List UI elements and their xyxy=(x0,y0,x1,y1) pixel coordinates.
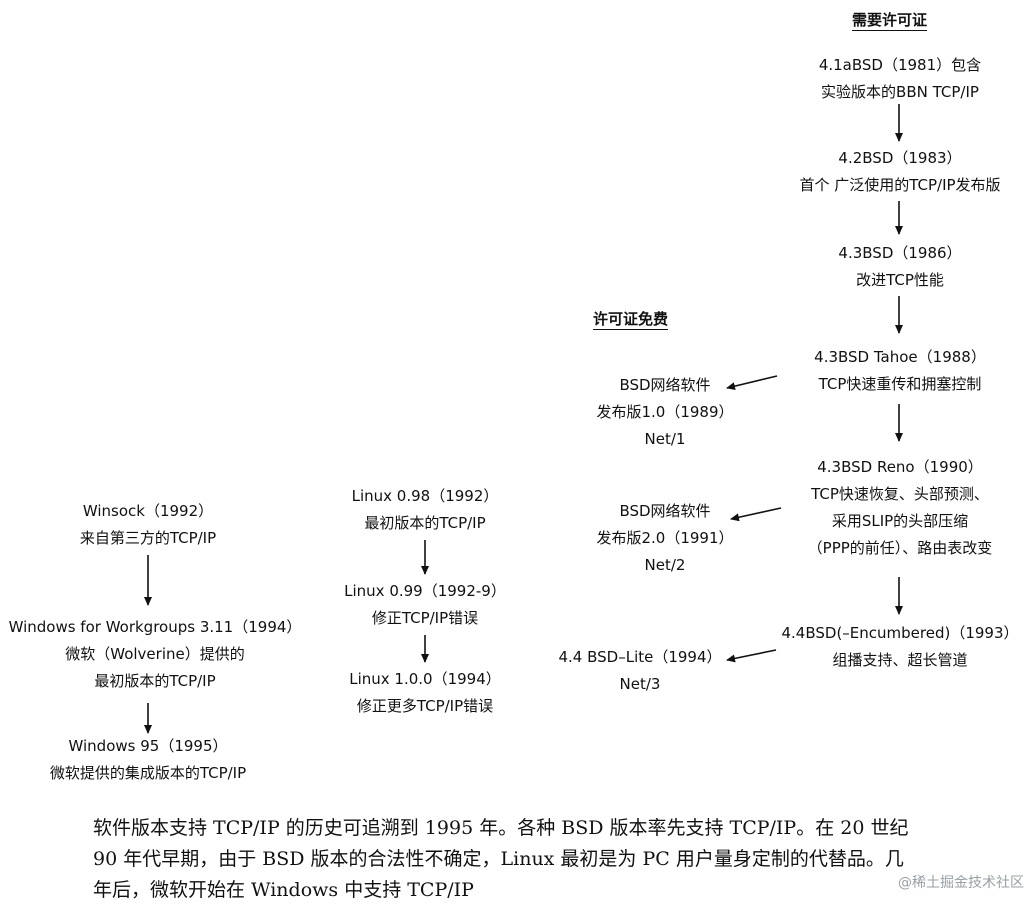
node-4-4bsd: 4.4BSD(–Encumbered)（1993） 组播支持、超长管道 xyxy=(745,620,1036,674)
node-net1: BSD网络软件 发布版1.0（1989） Net/1 xyxy=(565,372,765,453)
node-line: 修正更多TCP/IP错误 xyxy=(356,697,494,715)
node-4-3bsd-tahoe: 4.3BSD Tahoe（1988） TCP快速重传和拥塞控制 xyxy=(745,344,1036,398)
node-line: BSD网络软件 xyxy=(619,502,711,520)
node-line: 微软（Wolverine）提供的 xyxy=(65,645,245,663)
node-line: 发布版2.0（1991） xyxy=(596,529,734,547)
node-line: TCP快速恢复、头部预测、 xyxy=(811,485,989,503)
node-wfw-3-11: Windows for Workgroups 3.11（1994） 微软（Wol… xyxy=(2,614,308,695)
node-line: Windows 95（1995） xyxy=(68,737,228,755)
node-4-3bsd-reno: 4.3BSD Reno（1990） TCP快速恢复、头部预测、 采用SLIP的头… xyxy=(745,454,1036,562)
node-line: TCP快速重传和拥塞控制 xyxy=(818,375,982,393)
node-net2: BSD网络软件 发布版2.0（1991） Net/2 xyxy=(565,498,765,579)
node-line: （PPP的前任）、路由表改变 xyxy=(807,539,993,557)
node-line: 4.4 BSD–Lite（1994） xyxy=(558,648,722,666)
caption-line: 90 年代早期，由于 BSD 版本的合法性不确定，Linux 最初是为 PC 用… xyxy=(93,848,904,870)
node-line: Net/1 xyxy=(644,430,686,448)
node-line: Net/2 xyxy=(644,556,686,574)
node-line: 最初版本的TCP/IP xyxy=(364,514,486,532)
node-line: 微软提供的集成版本的TCP/IP xyxy=(49,764,247,782)
arrow-net2 xyxy=(730,507,782,522)
node-line: 采用SLIP的头部压缩 xyxy=(831,512,969,530)
node-linux-1-0-0: Linux 1.0.0（1994） 修正更多TCP/IP错误 xyxy=(320,666,530,720)
node-linux-0-99: Linux 0.99（1992-9） 修正TCP/IP错误 xyxy=(320,578,530,632)
node-line: Net/3 xyxy=(619,675,661,693)
node-line: 来自第三方的TCP/IP xyxy=(79,529,217,547)
node-line: Windows for Workgroups 3.11（1994） xyxy=(8,618,302,636)
node-line: 4.4BSD(–Encumbered)（1993） xyxy=(781,624,1019,642)
node-line: Winsock（1992） xyxy=(82,502,214,520)
node-line: 4.3BSD Tahoe（1988） xyxy=(814,348,986,366)
node-windows-95: Windows 95（1995） 微软提供的集成版本的TCP/IP xyxy=(20,733,276,787)
node-line: BSD网络软件 xyxy=(619,376,711,394)
header-license-required: 需要许可证 xyxy=(852,11,928,29)
node-line: 实验版本的BBN TCP/IP xyxy=(821,83,979,101)
node-line: 4.1aBSD（1981）包含 xyxy=(818,56,982,74)
node-line: 4.3BSD（1986） xyxy=(838,244,962,262)
caption-line: 年后，微软开始在 Windows 中支持 TCP/IP xyxy=(93,879,474,901)
node-line: Linux 1.0.0（1994） xyxy=(349,670,501,688)
node-line: 最初版本的TCP/IP xyxy=(94,672,216,690)
node-line: Linux 0.99（1992-9） xyxy=(344,582,506,600)
arrow-net3 xyxy=(726,649,777,663)
node-line: 改进TCP性能 xyxy=(856,271,944,289)
caption-line: 软件版本支持 TCP/IP 的历史可追溯到 1995 年。各种 BSD 版本率先… xyxy=(93,817,909,839)
node-4-1absd: 4.1aBSD（1981）包含 实验版本的BBN TCP/IP xyxy=(745,52,1036,106)
node-line: 组播支持、超长管道 xyxy=(832,651,968,669)
caption-paragraph: 软件版本支持 TCP/IP 的历史可追溯到 1995 年。各种 BSD 版本率先… xyxy=(93,813,1028,906)
header-license-free: 许可证免费 xyxy=(593,310,669,328)
node-winsock: Winsock（1992） 来自第三方的TCP/IP xyxy=(20,498,276,552)
watermark: @稀土掘金技术社区 xyxy=(898,875,1024,891)
node-line: 首个 广泛使用的TCP/IP发布版 xyxy=(799,176,1001,194)
arrow-net1 xyxy=(726,375,778,391)
node-net3: 4.4 BSD–Lite（1994） Net/3 xyxy=(540,644,740,698)
node-line: 4.3BSD Reno（1990） xyxy=(817,458,983,476)
node-line: 4.2BSD（1983） xyxy=(838,149,962,167)
node-line: Linux 0.98（1992） xyxy=(351,487,499,505)
node-4-3bsd: 4.3BSD（1986） 改进TCP性能 xyxy=(745,240,1036,294)
node-line: 发布版1.0（1989） xyxy=(596,403,734,421)
node-line: 修正TCP/IP错误 xyxy=(371,609,479,627)
node-linux-0-98: Linux 0.98（1992） 最初版本的TCP/IP xyxy=(320,483,530,537)
node-4-2bsd: 4.2BSD（1983） 首个 广泛使用的TCP/IP发布版 xyxy=(745,145,1036,199)
